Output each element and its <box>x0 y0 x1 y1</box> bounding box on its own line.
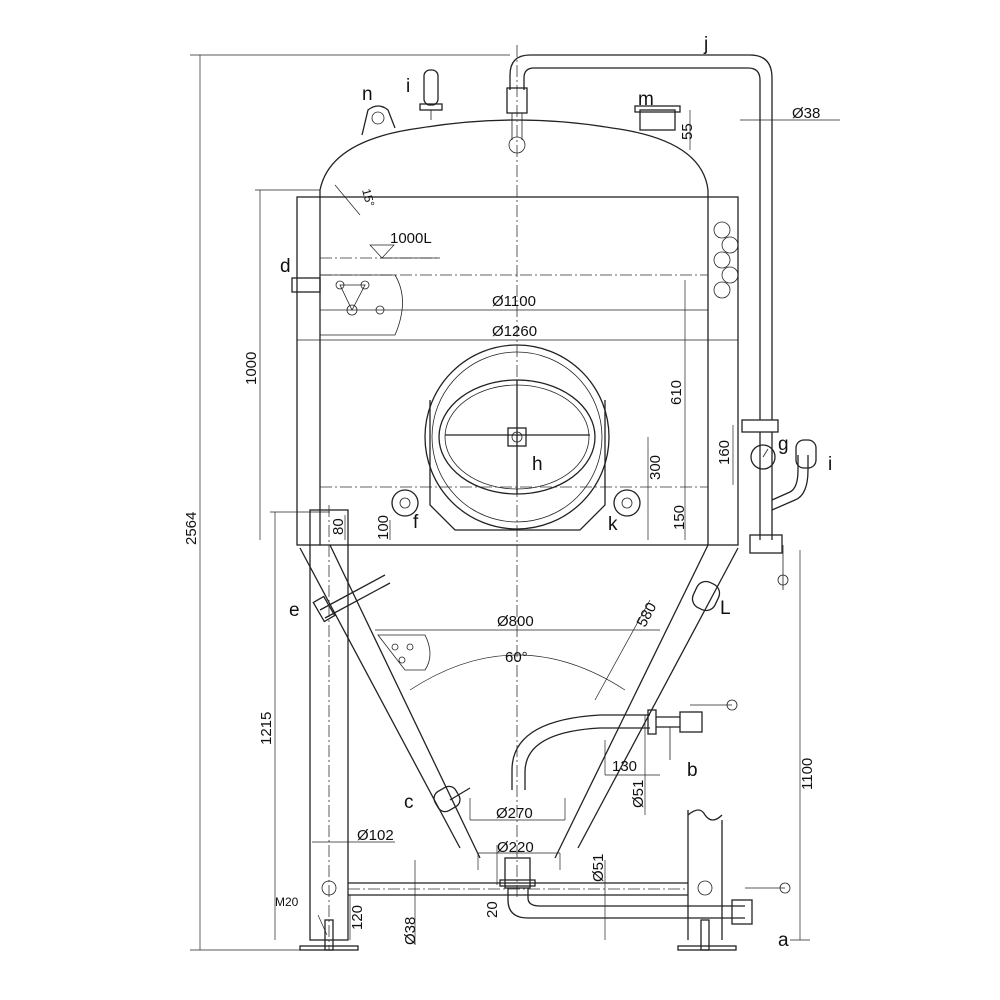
dim-80: 80 <box>330 518 347 535</box>
label-e: e <box>289 600 300 621</box>
label-n: n <box>362 84 373 105</box>
dim-dia38-pipe: Ø38 <box>792 105 820 122</box>
label-i-side: i <box>828 454 832 475</box>
label-g: g <box>778 434 789 455</box>
fitting-i-top <box>419 69 443 120</box>
port-e <box>312 574 391 623</box>
dim-dia51-a: Ø51 <box>590 854 607 882</box>
spray-ball-inlet <box>506 87 528 114</box>
manway <box>424 344 610 531</box>
label-b: b <box>687 760 698 781</box>
dim-1100: 1100 <box>799 758 816 790</box>
label-d: d <box>280 256 291 277</box>
label-f: f <box>413 512 419 533</box>
dim-300: 300 <box>647 455 664 480</box>
dim-m20: M20 <box>275 895 299 909</box>
tank-body <box>296 45 745 919</box>
dim-dia270: Ø270 <box>496 805 533 822</box>
port-d <box>291 274 403 336</box>
dim-angle-60: 60° <box>505 649 528 666</box>
label-k: k <box>608 514 618 535</box>
cone-plate <box>377 634 431 671</box>
dimension-labels: 2564 1000 1215 610 300 150 160 100 80 11… <box>183 105 820 945</box>
label-m: m <box>638 89 654 110</box>
dim-dia51-b: Ø51 <box>630 780 647 808</box>
dim-volume: 1000L <box>390 230 432 247</box>
label-h: h <box>532 454 543 475</box>
label-a: a <box>778 930 789 951</box>
legs <box>299 505 737 951</box>
dim-dia38-bar: Ø38 <box>402 917 419 945</box>
dim-dia220: Ø220 <box>497 839 534 856</box>
dim-580: 580 <box>634 600 661 630</box>
racking-arm-b <box>511 699 738 790</box>
dim-dia800: Ø800 <box>497 613 534 630</box>
label-c: c <box>404 792 414 813</box>
dim-dia1260: Ø1260 <box>492 323 537 340</box>
dim-130: 130 <box>612 758 637 775</box>
dim-1215: 1215 <box>258 712 275 745</box>
dim-150: 150 <box>671 505 688 530</box>
dim-2564: 2564 <box>183 512 200 545</box>
dim-55: 55 <box>679 123 696 140</box>
dim-610: 610 <box>668 380 685 405</box>
dim-angle-15: 15° <box>359 187 377 208</box>
port-c <box>433 785 471 813</box>
port-f <box>391 489 419 517</box>
dim-20: 20 <box>484 901 501 918</box>
dim-120: 120 <box>349 905 366 930</box>
pipe-j <box>509 54 789 590</box>
fitting-i-side <box>771 455 809 511</box>
dim-dia1100: Ø1100 <box>492 293 536 310</box>
fitting-n <box>361 105 396 136</box>
dim-160: 160 <box>716 440 733 465</box>
label-L: L <box>720 598 731 619</box>
port-k <box>613 489 641 517</box>
valve-a <box>731 882 791 925</box>
part-labels: j n i m d g i h f k e L b c a <box>280 34 832 951</box>
dim-1000: 1000 <box>243 352 260 385</box>
dim-dia102: Ø102 <box>357 827 394 844</box>
port-L <box>691 580 721 612</box>
label-i-top: i <box>406 76 410 97</box>
label-j: j <box>703 34 708 55</box>
dimension-lines <box>190 54 840 951</box>
dim-100: 100 <box>375 515 392 540</box>
gauge-icon <box>750 444 776 470</box>
fitting-m <box>634 105 681 131</box>
cooling-jacket-icon <box>713 221 739 299</box>
